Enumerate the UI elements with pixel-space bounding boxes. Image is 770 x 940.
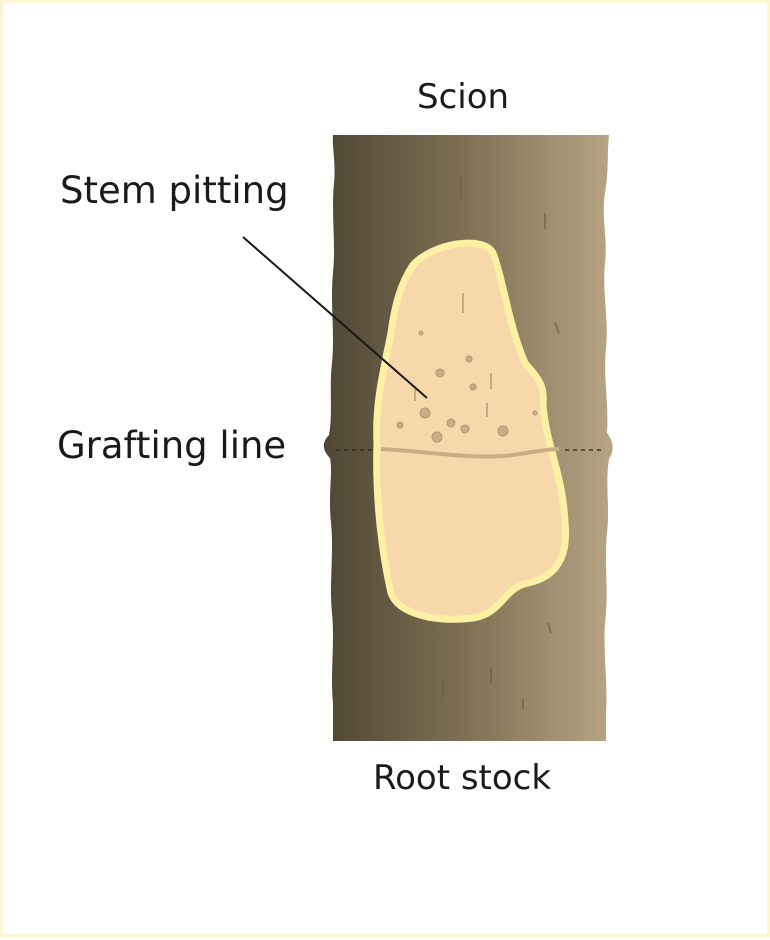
graft-illustration (3, 3, 770, 940)
root-stock-label: Root stock (373, 758, 551, 798)
grafting-line-label: Grafting line (57, 424, 286, 467)
scion-label: Scion (417, 77, 509, 117)
stem-pitting-label: Stem pitting (60, 169, 289, 212)
